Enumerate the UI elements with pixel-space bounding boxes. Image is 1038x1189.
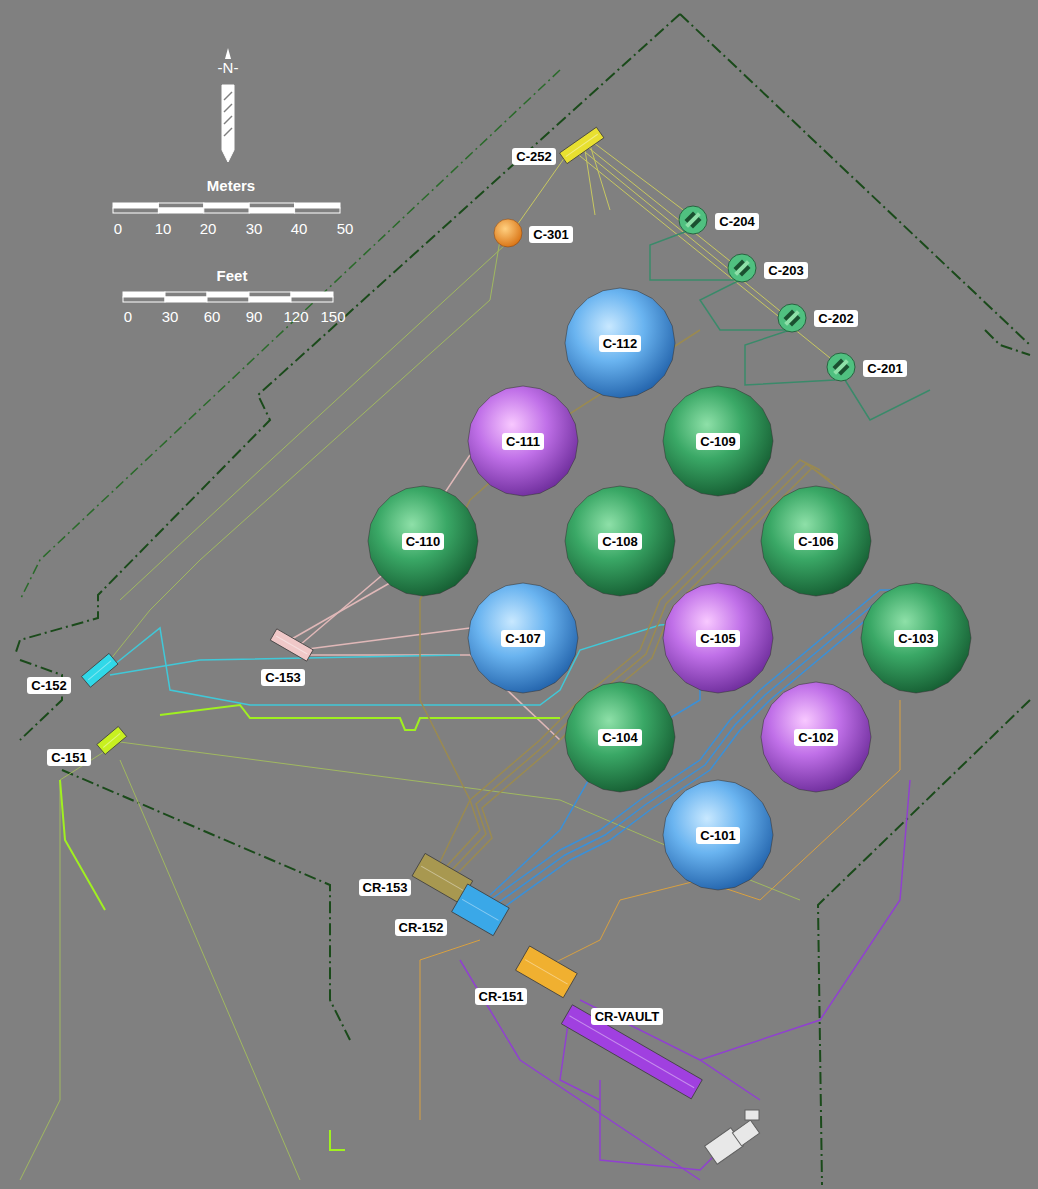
tank-label: CR-151 <box>475 988 528 1005</box>
diversion-box: CR-152 <box>395 881 509 939</box>
tank-circle: C-102 <box>761 682 871 792</box>
tank-circle: C-107 <box>468 583 578 693</box>
scale-number: 50 <box>337 220 354 237</box>
scale-number: 150 <box>320 308 345 325</box>
tank-label: CR-152 <box>395 919 448 936</box>
small-tank: C-202 <box>777 303 858 333</box>
tank-label: C-203 <box>764 262 807 279</box>
diversion-box: CR-151 <box>475 941 577 1005</box>
tank-label: C-103 <box>894 630 937 647</box>
north-label: -N- <box>217 59 240 76</box>
tank-circle: C-112 <box>565 288 675 398</box>
tank-label: C-107 <box>501 630 544 647</box>
diversion-box: CR-VAULT <box>556 976 708 1128</box>
scale-number: 0 <box>114 220 122 237</box>
scale-number: 40 <box>291 220 308 237</box>
scale-number: 120 <box>283 308 308 325</box>
tank-circle: C-105 <box>663 583 773 693</box>
tank-label: C-105 <box>696 630 739 647</box>
tank-label: C-153 <box>261 669 304 686</box>
tank-circle: C-106 <box>761 486 871 596</box>
diversion-box: CR-153 <box>359 848 473 909</box>
scale-number: 20 <box>200 220 217 237</box>
diversion-box: C-151 <box>47 725 127 767</box>
tank-shape <box>359 848 473 909</box>
tank-label: C-112 <box>599 335 642 352</box>
scale-number: 0 <box>124 308 132 325</box>
tank-circle: C-108 <box>565 486 675 596</box>
tank-circle: C-111 <box>468 386 578 496</box>
tank-label: C-201 <box>863 360 906 377</box>
small-tank: C-201 <box>826 352 907 382</box>
small-tank: C-204 <box>678 205 759 235</box>
diversion-box: C-252 <box>512 122 605 169</box>
tank-label: C-108 <box>598 533 641 550</box>
tank-label: CR-153 <box>359 879 412 896</box>
tank-label: C-204 <box>715 213 758 230</box>
tank-circle: C-103 <box>861 583 971 693</box>
diversion-box: C-152 <box>27 651 119 695</box>
scale-title: Feet <box>217 267 248 284</box>
tank-label: C-202 <box>814 310 857 327</box>
scale-number: 60 <box>204 308 221 325</box>
tank-label: C-101 <box>696 827 739 844</box>
scale-number: 30 <box>246 220 263 237</box>
tank-circle: C-101 <box>663 780 773 890</box>
tank-label: CR-VAULT <box>591 1008 664 1025</box>
tank-label: C-301 <box>529 226 572 243</box>
tank-label: C-110 <box>402 533 445 550</box>
tank-label: C-151 <box>47 749 90 766</box>
tank-label: C-104 <box>598 729 641 746</box>
scale-number: 90 <box>246 308 263 325</box>
tank-label: C-111 <box>502 433 544 450</box>
tank-label: C-152 <box>27 677 70 694</box>
scale-title: Meters <box>207 177 255 194</box>
tank-circle: C-110 <box>368 486 478 596</box>
small-tank: C-301 <box>493 218 573 248</box>
tank-shape <box>556 976 708 1128</box>
small-tank: C-203 <box>727 253 808 283</box>
tank-label: C-109 <box>696 433 739 450</box>
tank-circle: C-109 <box>663 386 773 496</box>
diversion-box: C-153 <box>261 623 314 686</box>
tank-label: C-106 <box>794 533 837 550</box>
tank-label: C-252 <box>512 148 555 165</box>
tank-label: C-102 <box>794 729 837 746</box>
scale-number: 30 <box>162 308 179 325</box>
tank-circle: C-104 <box>565 682 675 792</box>
scale-number: 10 <box>155 220 172 237</box>
